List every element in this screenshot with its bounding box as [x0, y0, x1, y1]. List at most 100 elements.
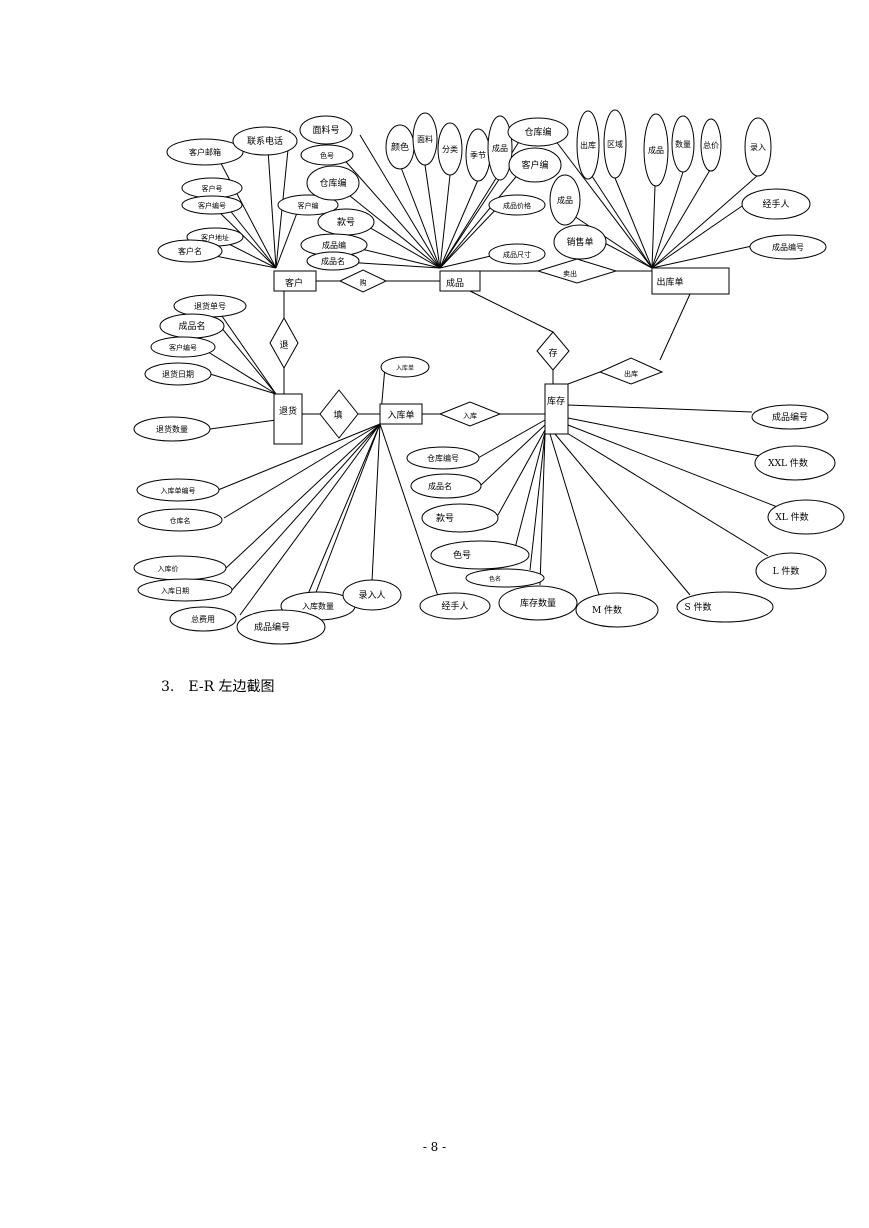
attr-outbound-date: [576, 110, 600, 180]
attr-xl-qty: [767, 499, 845, 535]
attr-customer-email: [166, 138, 244, 166]
label-product-name-inv: 成品名: [428, 481, 452, 491]
label-inbound-date: 入库日期: [161, 586, 189, 595]
label-return-qty: 退货数量: [156, 424, 188, 434]
label-color: 颜色: [391, 141, 409, 153]
label-product-short: 成品: [557, 195, 573, 205]
attr-l-qty: [755, 552, 827, 590]
attr-customer-code: [277, 194, 339, 216]
label-fabric: 面料: [417, 134, 433, 144]
attr-customer-no-top: [508, 147, 562, 183]
attr-warehouse-no-inv: [406, 446, 480, 470]
attr-color-name-inv: [465, 568, 545, 588]
label-customer-no-top: 客户编: [521, 159, 548, 171]
attr-total: [700, 118, 722, 172]
attr-return-qty: [133, 416, 211, 442]
attr-inbound-date: [137, 578, 233, 602]
label-product-out: 成品: [648, 145, 664, 155]
entity-return-goods: [273, 393, 303, 445]
rel-sell: [536, 258, 618, 284]
attr-handler-out: [741, 188, 811, 220]
label-xxl-qty: XXL 件数: [768, 457, 808, 469]
label-fabric-no: 面料号: [312, 124, 339, 136]
label-xl-qty: XL 件数: [775, 511, 808, 523]
label-rel-fill: 填: [333, 409, 342, 421]
label-color-no-top: 色号: [320, 151, 334, 160]
attr-product-short: [549, 174, 581, 226]
attr-style-no-inv: [421, 503, 499, 533]
page-number: - 8 -: [422, 1140, 447, 1154]
label-quantity: 数量: [675, 139, 691, 149]
rel-store: [536, 331, 570, 371]
label-product-id-in: 成品编号: [254, 621, 290, 633]
label-stock-qty: 库存数量: [520, 597, 556, 609]
label-inbound-price: 入库价: [158, 564, 179, 573]
label-return-no: 退货单号: [194, 301, 226, 311]
attr-color-no-inv: [430, 540, 530, 570]
attr-contact-phone: [232, 126, 298, 156]
attr-entered-by-in: [342, 579, 402, 611]
label-warehouse-no-prod: 仓库编: [319, 177, 346, 189]
rel-buy: [338, 269, 388, 293]
label-warehouse-no-inv: 仓库编号: [427, 453, 459, 463]
rel-return: [269, 316, 299, 370]
label-style-no-prod: 款号: [337, 216, 355, 228]
label-product: 成品: [446, 277, 464, 289]
attr-return-date: [144, 362, 212, 386]
label-rel-return: 退: [279, 340, 288, 351]
label-product-code-prod: 成品编: [322, 240, 346, 250]
attr-fabric-no: [299, 115, 353, 145]
attr-color-no-top: [300, 144, 354, 166]
attr-inbound-header: [380, 356, 430, 378]
label-color-no-inv: 色号: [453, 549, 471, 561]
attr-warehouse-no-prod: [306, 165, 360, 201]
label-customer-email: 客户邮箱: [189, 147, 221, 157]
label-l-qty: L 件数: [773, 565, 800, 577]
label-season: 季节: [470, 150, 486, 160]
label-inbound: 入库单: [387, 409, 414, 421]
attr-product-price2: [488, 194, 546, 216]
label-rel-sell: 卖出: [563, 269, 577, 278]
attr-product-name-inv: [410, 473, 482, 499]
label-region: 区域: [607, 139, 623, 149]
attr-fabric: [412, 112, 438, 166]
attr-product-out: [643, 113, 669, 187]
label-customer-code: 客户编: [298, 201, 319, 210]
attr-total-cost: [169, 606, 237, 632]
label-return-customer-no: 客户编号: [169, 343, 197, 352]
label-return-date: 退货日期: [162, 369, 194, 379]
figure-caption: 3. E-R 左边截图: [161, 676, 289, 696]
label-customer-id: 客户编号: [198, 201, 226, 210]
attr-entered-by: [744, 117, 772, 177]
attr-product: [487, 115, 513, 181]
attr-product-id-out: [749, 234, 827, 260]
entity-inventory: [544, 383, 569, 435]
caption-text: E-R 左边截图: [188, 679, 275, 695]
label-product-attr: 成品: [492, 143, 508, 153]
attr-quantity: [671, 115, 695, 173]
label-s-qty: S 件数: [684, 601, 711, 613]
caption-number: 3.: [161, 679, 175, 695]
label-rel-outbound: 出库: [624, 369, 638, 378]
label-rel-store: 存: [548, 347, 557, 359]
attr-customer-id: [181, 195, 243, 215]
label-rel-inbound: 入库: [463, 411, 477, 420]
label-product-price2: 成品价格: [503, 201, 531, 210]
label-outbound: 出库单: [656, 276, 683, 288]
label-inbound-header: 入库单: [396, 364, 414, 372]
label-inventory: 库存: [547, 395, 565, 407]
label-warehouse-no-top: 仓库编: [524, 126, 551, 138]
label-sales-order: 销售单: [566, 236, 593, 248]
attr-region: [603, 109, 627, 179]
label-contact-phone: 联系电话: [247, 135, 283, 147]
attr-product-id-in: [236, 609, 326, 645]
label-inbound-no: 入库单编号: [161, 486, 196, 495]
entity-inbound: [379, 403, 423, 425]
label-product-name-prod: 成品名: [321, 256, 345, 266]
attr-product-name-prod: [306, 251, 360, 271]
label-customer-no: 客户号: [202, 184, 223, 193]
label-entered-by-in: 录入人: [358, 590, 385, 601]
label-category: 分类: [442, 144, 458, 154]
label-return-product-name: 成品名: [178, 320, 205, 332]
attr-s-qty: [676, 591, 774, 623]
